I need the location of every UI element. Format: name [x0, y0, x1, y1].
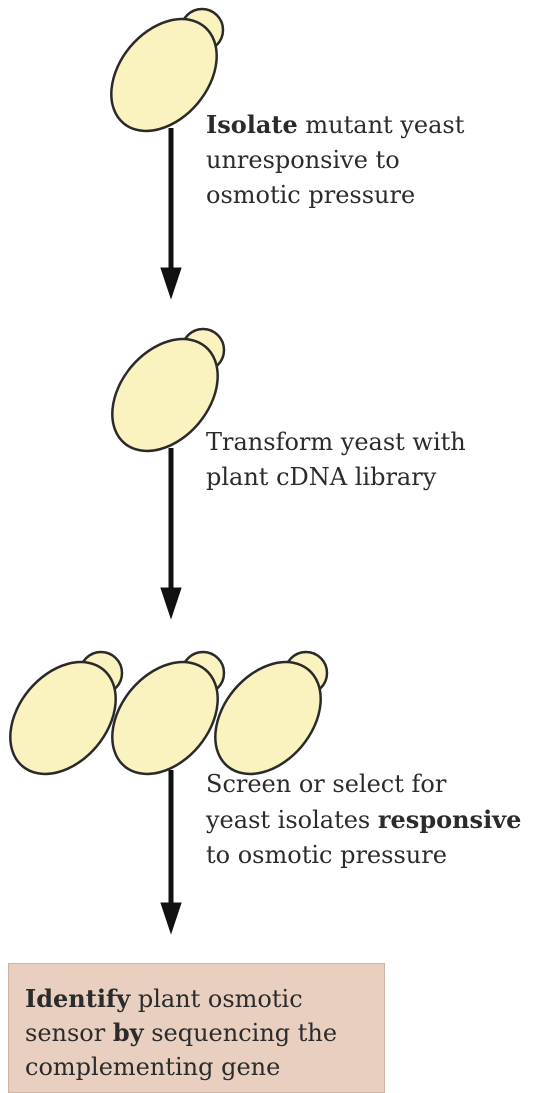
step-transform-text: Transform yeast with plant cDNA library — [206, 425, 466, 495]
step-1-line-3: osmotic pressure — [206, 178, 464, 213]
step-3-line-3: to osmotic pressure — [206, 838, 521, 873]
arrow-down-1 — [161, 128, 181, 298]
step-1-line-1: Isolate mutant yeast — [206, 107, 464, 143]
step-screen-text: Screen or select for yeast isolates resp… — [206, 767, 521, 873]
result-box: Identify plant osmotic sensor by sequenc… — [8, 963, 385, 1093]
step-3-line-1: Screen or select for — [206, 767, 521, 802]
step-2-line-2: plant cDNA library — [206, 460, 466, 495]
step-3-line-2: yeast isolates responsive — [206, 802, 521, 838]
result-line-3: complementing gene — [25, 1050, 384, 1084]
result-line-1: Identify plant osmotic — [25, 982, 384, 1016]
step-1-line-2: unresponsive to — [206, 143, 464, 178]
step-2-line-1: Transform yeast with — [206, 425, 466, 460]
arrow-down-2 — [161, 448, 181, 618]
result-line-2: sensor by sequencing the — [25, 1016, 384, 1050]
step-isolate-text: Isolate mutant yeast unresponsive to osm… — [206, 107, 464, 213]
arrow-down-3 — [161, 770, 181, 933]
